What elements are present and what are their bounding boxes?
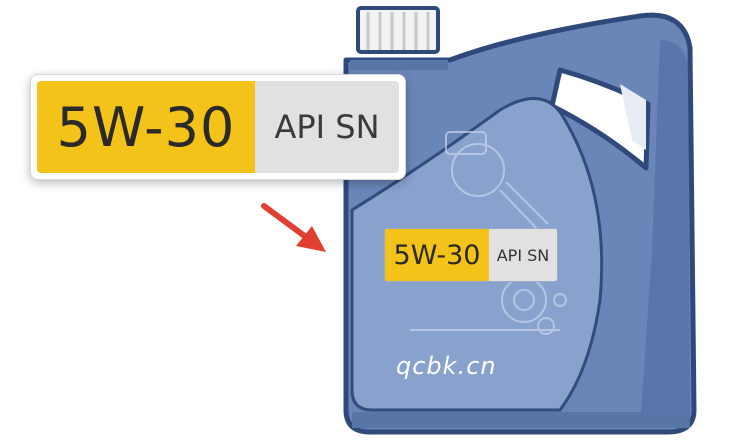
bottle-label: 5W-30 API SN [384,228,558,282]
arrow-icon [261,203,326,252]
bottle-cap [356,6,440,54]
spec-callout: 5W-30 API SN [30,74,406,180]
watermark: qcbk.cn [396,352,497,380]
callout-api-grade: API SN [255,81,399,173]
bottle-label-api-grade: API SN [489,229,557,281]
callout-viscosity: 5W-30 [37,81,255,173]
bottle-label-viscosity: 5W-30 [385,229,489,281]
